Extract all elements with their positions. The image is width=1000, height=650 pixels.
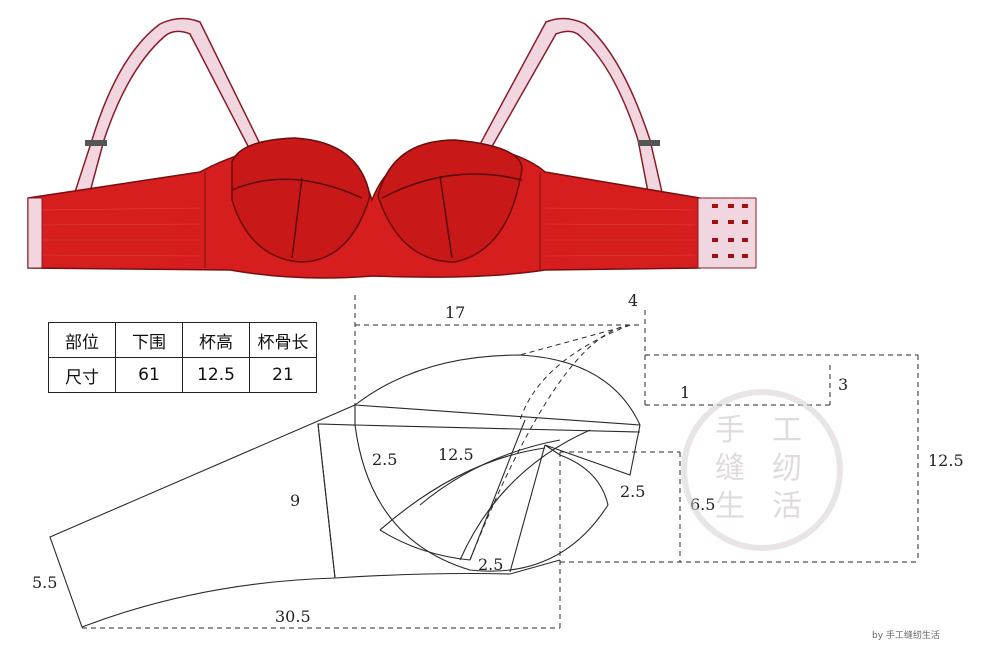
watermark-char-1: 手 xyxy=(715,413,745,448)
credit-text: by 手工缝纫生活 xyxy=(872,631,940,641)
cup-dart-left xyxy=(469,419,526,561)
cup-upper-arc xyxy=(354,354,641,426)
watermark-char-3: 缝 xyxy=(715,451,745,486)
spec-header-underbust: 下围 xyxy=(115,322,183,358)
spec-table: 部位 下围 杯高 杯骨长 尺寸 61 12.5 21 xyxy=(48,322,317,393)
wing-bottom-curve xyxy=(334,559,561,579)
spec-value-underbust: 61 xyxy=(115,357,183,393)
left-hook-tape xyxy=(27,197,43,269)
watermark-seal: 手 工 缝 纫 生 活 xyxy=(681,389,843,551)
cup-top-line xyxy=(354,404,641,426)
cup-dart-right xyxy=(509,444,546,573)
spec-table-header-row: 部位 下围 杯高 杯骨长 xyxy=(48,322,317,358)
bra-illustration xyxy=(27,17,757,279)
spec-header-cup-height: 杯高 xyxy=(182,322,250,358)
left-cup xyxy=(231,137,371,263)
left-cup-vertical-seam xyxy=(291,177,303,259)
spec-header-wire-length: 杯骨长 xyxy=(249,322,317,358)
pattern-draft xyxy=(49,354,641,628)
dimension-labels: 17 4 3 12.5 1 2.5 12.5 2.5 6.5 2.5 9 5.5… xyxy=(32,291,964,626)
spec-table-value-row: 尺寸 61 12.5 21 xyxy=(48,357,317,393)
construction-lines xyxy=(82,295,919,629)
dim-cup-height: 12.5 xyxy=(438,445,474,464)
right-cup-seam xyxy=(381,173,523,199)
watermark-char-4: 纫 xyxy=(772,451,802,486)
spec-value-cup-height: 12.5 xyxy=(182,357,250,393)
dim-wing-height: 9 xyxy=(290,491,300,510)
cup-lower-inner xyxy=(379,529,471,561)
spec-value-wire-length: 21 xyxy=(249,357,317,393)
cup-mid-line xyxy=(354,424,641,433)
left-strap-slider xyxy=(85,140,107,146)
wing-inner-line xyxy=(317,423,336,579)
dim-inner-1: 1 xyxy=(680,383,690,402)
watermark-char-6: 活 xyxy=(772,489,802,524)
spec-header-part: 部位 xyxy=(48,322,116,358)
spec-row-label: 尺寸 xyxy=(48,357,116,393)
dim-right-inner: 2.5 xyxy=(620,482,645,501)
watermark-char-5: 生 xyxy=(715,489,745,524)
dim-left-inner: 2.5 xyxy=(372,450,397,469)
cup-inner-curve-1 xyxy=(379,447,546,531)
band-texture xyxy=(39,207,696,257)
cup-lower-arc xyxy=(354,424,609,572)
hook-eyes xyxy=(712,204,748,258)
dim-wing-end: 5.5 xyxy=(32,573,57,592)
dim-top-width: 17 xyxy=(445,303,465,322)
dim-top-right: 4 xyxy=(628,291,638,310)
right-cup-vertical-seam xyxy=(439,175,453,259)
dim-bottom-length: 30.5 xyxy=(275,607,311,626)
wing-outline xyxy=(49,404,356,628)
left-cup-seam xyxy=(231,178,363,199)
right-strap-slider xyxy=(638,140,660,146)
dim-bottom-inner: 2.5 xyxy=(478,555,503,574)
cup-inner-curve-3 xyxy=(459,429,591,561)
right-cup xyxy=(377,139,523,263)
watermark-char-2: 工 xyxy=(772,413,802,448)
dim-right-height: 12.5 xyxy=(928,451,964,470)
cup-inner-curve-2 xyxy=(419,439,561,506)
dim-right-small: 3 xyxy=(838,375,848,394)
